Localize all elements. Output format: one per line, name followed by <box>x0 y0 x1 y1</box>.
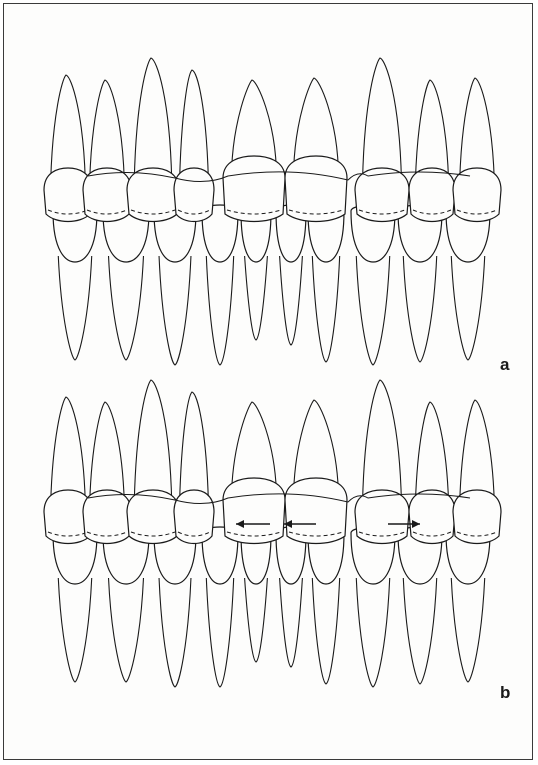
upper-tooth-crown <box>453 168 501 222</box>
upper-tooth-root <box>460 400 495 502</box>
upper-tooth-root <box>460 78 495 180</box>
upper-tooth-root <box>363 58 402 180</box>
upper-tooth-crown <box>409 168 455 222</box>
upper-tooth-root <box>90 402 125 502</box>
lower-tooth-root <box>206 256 233 365</box>
upper-tooth-root <box>363 380 402 502</box>
upper-tooth-root <box>232 402 277 490</box>
lower-tooth-root <box>280 256 303 345</box>
upper-tooth-root <box>51 397 86 502</box>
lower-tooth-root <box>451 578 484 682</box>
upper-tooth-root <box>180 392 209 502</box>
lower-tooth-root <box>312 578 339 684</box>
lower-tooth-root <box>403 578 436 684</box>
lower-tooth-root <box>245 256 268 340</box>
dental-arch-panel-b <box>44 380 501 687</box>
upper-tooth-root <box>415 80 448 180</box>
lower-tooth-root <box>451 256 484 360</box>
upper-tooth-crown <box>355 490 409 544</box>
dental-arch-panel-a <box>44 58 501 365</box>
lower-tooth-root <box>356 578 389 687</box>
lower-tooth-root <box>403 256 436 362</box>
upper-tooth-root <box>51 75 86 180</box>
upper-tooth-root <box>232 80 277 168</box>
upper-tooth-root <box>90 80 125 180</box>
lower-tooth-root <box>312 256 339 362</box>
lower-tooth-root <box>159 578 191 687</box>
upper-tooth-root <box>294 400 339 490</box>
lower-tooth-root <box>109 578 144 682</box>
upper-tooth-crown <box>127 168 179 222</box>
upper-tooth-crown <box>174 490 214 544</box>
upper-tooth-root <box>134 380 171 502</box>
upper-tooth-crown <box>409 490 455 544</box>
lower-tooth-root <box>245 578 268 662</box>
upper-tooth-crown <box>127 490 179 544</box>
lower-tooth-root <box>58 578 91 682</box>
lower-tooth-root <box>280 578 303 667</box>
lower-tooth-root <box>109 256 144 360</box>
upper-tooth-crown <box>174 168 214 222</box>
upper-tooth-root <box>415 402 448 502</box>
upper-tooth-root <box>134 58 171 180</box>
upper-tooth-root <box>294 78 339 168</box>
lower-tooth-root <box>206 578 233 687</box>
lower-tooth-root <box>159 256 191 365</box>
panel-label-a: a <box>500 355 509 375</box>
upper-tooth-crown <box>453 490 501 544</box>
upper-tooth-crown <box>355 168 409 222</box>
upper-tooth-root <box>180 70 209 180</box>
lower-tooth-root <box>58 256 91 360</box>
lower-tooth-root <box>356 256 389 365</box>
panel-label-b: b <box>500 683 510 703</box>
